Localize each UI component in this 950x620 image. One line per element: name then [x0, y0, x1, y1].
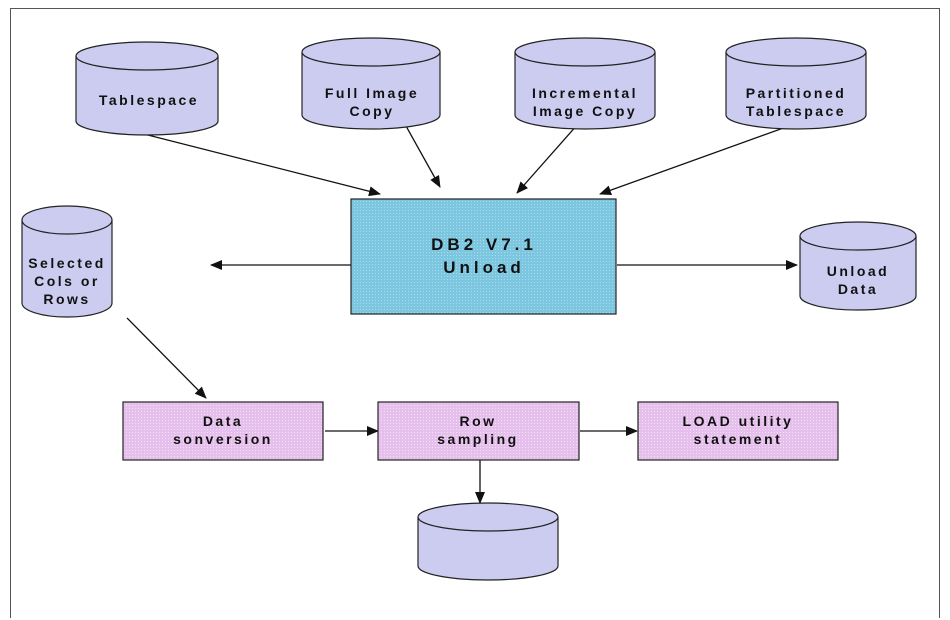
row-sampling-label-line1: Row — [459, 413, 496, 429]
data-conversion-box: Data sonversion — [122, 401, 324, 461]
full-image-copy-label-line1: Full Image — [325, 85, 419, 101]
partitioned-tablespace-label-line1: Partitioned — [746, 85, 847, 101]
incremental-image-copy-label-line1: Incremental — [532, 85, 638, 101]
selected-label-line3: Rows — [43, 291, 90, 307]
db2-unload-label-line1: DB2 V7.1 — [431, 235, 537, 254]
diagram-frame — [10, 8, 940, 618]
arrow-selected-to-conversion — [126, 317, 207, 399]
full-image-copy-cylinder: Full Image Copy — [301, 37, 441, 130]
partitioned-tablespace-label-line2: Tablespace — [746, 103, 846, 119]
arrow-partitioned-to-unload — [599, 125, 790, 195]
selected-label-line2: Cols or — [34, 273, 100, 289]
partitioned-tablespace-cylinder: Partitioned Tablespace — [725, 37, 867, 130]
load-utility-label-line1: LOAD utility — [683, 413, 794, 429]
db2-unload-box: DB2 V7.1 Unload — [350, 198, 617, 315]
full-image-copy-label-line2: Copy — [350, 103, 395, 119]
load-utility-label-line2: statement — [694, 431, 783, 447]
arrow-incremental-to-unload — [516, 123, 579, 194]
arrow-fullcopy-to-unload — [405, 125, 441, 188]
data-conversion-label-line2: sonversion — [173, 431, 273, 447]
arrow-tablespace-to-unload — [135, 131, 381, 197]
selected-cols-rows-cylinder: Selected Cols or Rows — [21, 205, 113, 318]
tablespace-cylinder: Tablespace — [75, 41, 219, 136]
unload-data-cylinder: Unload Data — [799, 221, 917, 311]
connectors — [126, 123, 798, 504]
selected-label-line1: Selected — [28, 255, 106, 271]
db2-unload-label-line2: Unload — [443, 258, 525, 277]
incremental-image-copy-label-line2: Image Copy — [533, 103, 637, 119]
incremental-image-copy-cylinder: Incremental Image Copy — [514, 37, 656, 130]
tablespace-label: Tablespace — [99, 92, 199, 108]
load-utility-statement-box: LOAD utility statement — [637, 401, 839, 461]
row-sampling-label-line2: sampling — [437, 431, 518, 447]
row-sampling-box: Row sampling — [377, 401, 580, 461]
sampled-output-cylinder — [417, 502, 559, 581]
unload-data-label-line2: Data — [838, 281, 878, 297]
unload-data-label-line1: Unload — [827, 263, 889, 279]
data-conversion-label-line1: Data — [203, 413, 243, 429]
